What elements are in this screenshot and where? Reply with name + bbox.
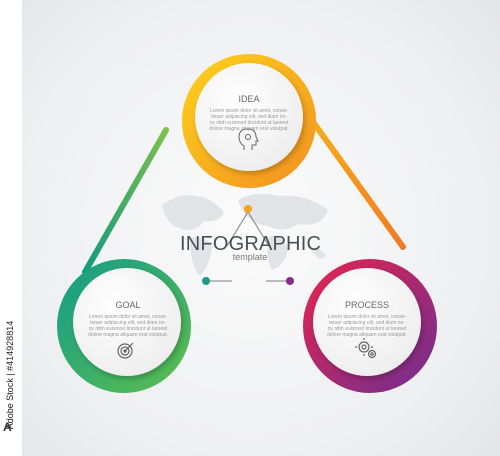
node-goal xyxy=(57,259,191,393)
node-goal-title: GOAL xyxy=(115,300,141,310)
center-subtitle: template xyxy=(232,252,268,262)
node-idea-disc xyxy=(195,63,303,171)
triangle-dot-left xyxy=(202,277,210,285)
node-goal-text-line: tetuer adipiscing elit, sed diam no- xyxy=(90,320,166,326)
stock-side-bar: Adobe Stock | #414928814 A xyxy=(0,0,22,456)
center-triangle xyxy=(202,205,294,285)
center-title: INFOGRAPHIC xyxy=(180,233,322,255)
node-idea xyxy=(182,54,316,188)
node-process-disc xyxy=(313,268,421,376)
triangle-dot-right xyxy=(286,277,294,285)
node-process-text: Lorem ipsum dolor sit amet, conse- tetue… xyxy=(322,314,412,338)
node-process xyxy=(303,259,437,393)
node-goal-text: Lorem ipsum dolor sit amet, conse- tetue… xyxy=(83,314,173,338)
node-goal-text-line: Lorem ipsum dolor sit amet, conse- xyxy=(88,314,168,320)
node-process-text-line: dolore magna aliquam erat volutpat. xyxy=(327,332,407,338)
triangle-dot-top xyxy=(244,205,252,213)
node-process-title: PROCESS xyxy=(344,300,389,310)
node-process-text-line: Lorem ipsum dolor sit amet, conse- xyxy=(327,314,407,320)
node-idea-text-line: tetuer adipiscing elit, sed diam no- xyxy=(211,114,287,120)
connector-right xyxy=(300,105,406,250)
node-idea-text-line: Lorem ipsum dolor sit amet, conse- xyxy=(209,108,289,114)
node-idea-text: Lorem ipsum dolor sit amet, conse- tetue… xyxy=(204,108,294,132)
node-process-text-line: tetuer adipiscing elit, sed diam no- xyxy=(329,320,405,326)
node-idea-text-line: ny nibh euismod tincidunt ut laoreet xyxy=(209,120,289,126)
gears-icon xyxy=(355,338,377,359)
target-icon xyxy=(117,342,134,359)
stock-logo-icon: A xyxy=(3,420,12,434)
node-goal-text-line: dolore magna aliquam erat volutpat. xyxy=(88,332,168,338)
node-idea-text-line: dolore magna aliquam erat volutpat. xyxy=(209,126,289,132)
node-goal-disc xyxy=(73,268,181,376)
node-idea-title: IDEA xyxy=(238,94,260,104)
node-goal-text-line: ny nibh euismod tincidunt ut laoreet xyxy=(88,326,168,332)
world-map-background xyxy=(162,193,328,276)
connector-left xyxy=(82,127,169,275)
node-process-text-line: ny nibh euismod tincidunt ut laoreet xyxy=(327,326,407,332)
head-bulb-icon xyxy=(238,128,259,150)
